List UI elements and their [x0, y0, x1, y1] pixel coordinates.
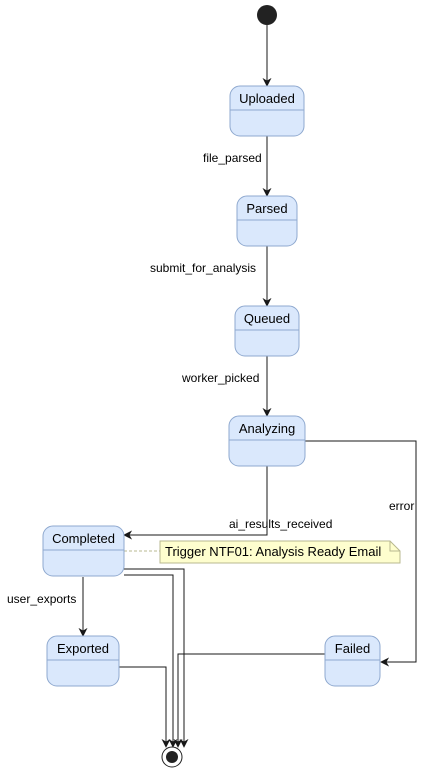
state-failed: Failed [324, 635, 381, 687]
start-node [257, 5, 277, 25]
state-completed: Completed [42, 525, 125, 577]
label-submit-for-analysis: submit_for_analysis [150, 261, 256, 275]
note-text: Trigger NTF01: Analysis Ready Email [165, 544, 381, 559]
edge-failed-end [173, 653, 325, 748]
edge-completed-end-a [124, 568, 189, 748]
label-worker-picked: worker_picked [181, 371, 259, 385]
label-error: error [389, 499, 414, 513]
label-ai-results-received: ai_results_received [229, 517, 332, 531]
label-file-parsed: file_parsed [203, 151, 262, 165]
state-parsed-label: Parsed [246, 201, 287, 216]
state-exported: Exported [46, 635, 120, 687]
state-failed-label: Failed [335, 641, 370, 656]
note: Trigger NTF01: Analysis Ready Email [159, 540, 401, 564]
edge-completed-end-b [124, 574, 178, 748]
state-exported-label: Exported [57, 641, 109, 656]
state-uploaded: Uploaded [229, 85, 305, 137]
edge-analyzing-failed [305, 440, 417, 667]
state-analyzing: Analyzing [228, 415, 306, 467]
state-uploaded-label: Uploaded [239, 91, 295, 106]
state-queued: Queued [234, 305, 300, 357]
state-analyzing-label: Analyzing [239, 421, 295, 436]
state-parsed: Parsed [236, 195, 298, 247]
edge-analyzing-completed [123, 466, 268, 540]
edge-exported-end [119, 666, 171, 748]
end-node [161, 746, 183, 768]
state-completed-label: Completed [52, 531, 115, 546]
state-queued-label: Queued [244, 311, 290, 326]
label-user-exports: user_exports [7, 592, 76, 606]
